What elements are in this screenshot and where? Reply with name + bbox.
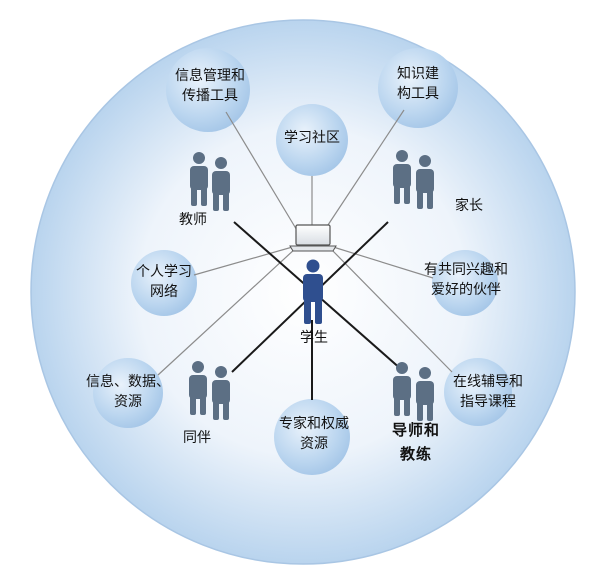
bubble-knowledge-construction (378, 48, 458, 128)
label-learning-community: 学习社区 (284, 130, 340, 146)
label-shared-interest-peers: 有共同兴趣和 爱好的伙伴 (424, 262, 508, 298)
laptop-icon (289, 224, 337, 252)
peers-figures (189, 361, 230, 420)
teachers-figures (190, 152, 230, 211)
label-expert-resources: 专家和权威 资源 (279, 416, 349, 452)
label-teachers: 教师 (179, 212, 207, 228)
label-mentors-coaches: 导师和 教练 (391, 421, 440, 463)
mentors-figures (393, 362, 434, 421)
bubble-info-management (166, 48, 250, 132)
bubble-online-tutoring (444, 358, 512, 426)
student-figure (303, 259, 323, 324)
bubble-shared-interest (432, 250, 498, 316)
laptop-connections (157, 109, 453, 376)
bubble-personal-network (131, 250, 197, 316)
label-online-tutoring: 在线辅导和 指导课程 (453, 374, 523, 410)
bubble-info-resources (93, 358, 163, 428)
label-personal-network: 个人学习 网络 (136, 264, 192, 300)
label-peers: 同伴 (183, 430, 211, 446)
label-student: 学生 (300, 330, 328, 346)
label-info-management-tools: 信息管理和 传播工具 (175, 68, 245, 104)
label-info-resources: 信息、数据、 资源 (86, 374, 170, 410)
label-parents: 家长 (455, 198, 483, 214)
bubble-learning-community (276, 104, 348, 176)
bubble-expert-resources (274, 399, 350, 475)
parents-figures (393, 150, 434, 209)
label-knowledge-construction-tools: 知识建 构工具 (397, 66, 439, 102)
